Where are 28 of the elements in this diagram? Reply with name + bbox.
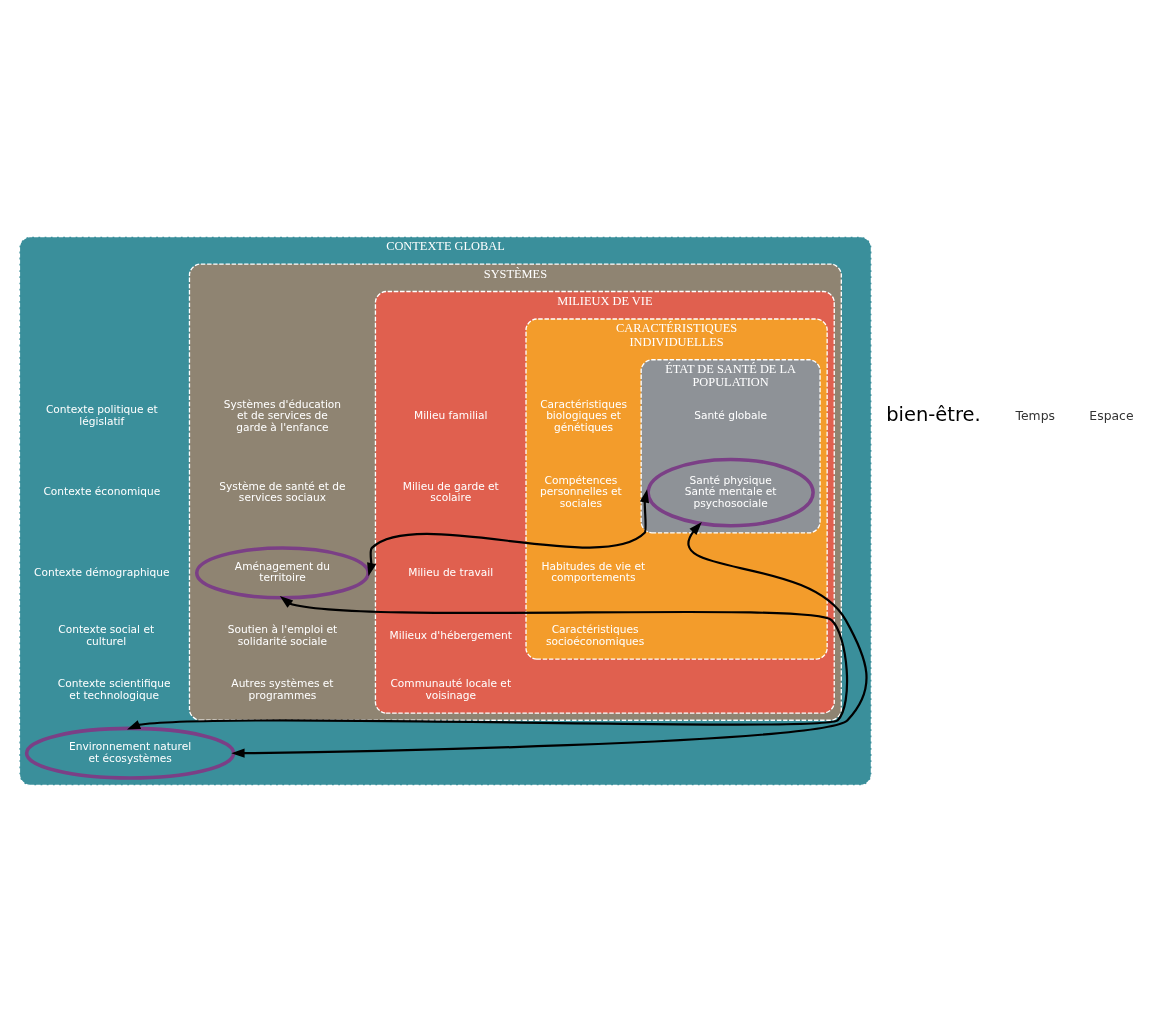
node-text: Contexte démographique xyxy=(34,565,170,579)
node-text: Communauté locale et voisinage xyxy=(390,676,512,702)
label: Espace xyxy=(1089,407,1134,423)
arrow xyxy=(127,595,849,729)
node-ellipse: Aménagement du territoire xyxy=(195,545,370,600)
node-text: Habitudes de vie et comportements xyxy=(541,559,646,584)
node-text: Caractéristiques biologiques et génétiques xyxy=(540,397,627,434)
arrow xyxy=(231,521,868,758)
node-text: Milieu de travail xyxy=(408,565,494,579)
node-text: Caractéristiques socioéconomiques xyxy=(546,622,645,648)
node-text: Contexte scientifique et technologique xyxy=(57,676,171,702)
arrow xyxy=(367,488,650,576)
node-text: Compétences personnelles et sociales xyxy=(540,473,622,510)
node-text: Contexte politique et législatif xyxy=(45,402,158,428)
node-text: Milieux d'hébergement xyxy=(389,628,512,642)
label: bien-être. xyxy=(886,402,981,426)
node-text: Autres systèmes et programmes xyxy=(231,676,334,702)
node-text: Milieu de garde et scolaire xyxy=(402,479,499,504)
node-ellipse: Santé physique Santé mentale et psychosociale xyxy=(646,457,815,527)
node-text: Systèmes d'éducation et de services de garde à l'enfance xyxy=(223,397,342,434)
node-text: Système de santé et de services sociaux xyxy=(219,479,346,504)
label: Temps xyxy=(1015,407,1055,423)
node-text: Milieu familial xyxy=(413,408,488,422)
node-text: Contexte social et culturel xyxy=(58,622,155,648)
node-text: Santé globale xyxy=(694,408,768,422)
node-text: Contexte économique xyxy=(43,484,161,498)
node-text: Soutien à l'emploi et solidarité sociale xyxy=(227,622,338,648)
node-ellipse: Environnement naturel et écosystèmes xyxy=(24,726,236,780)
